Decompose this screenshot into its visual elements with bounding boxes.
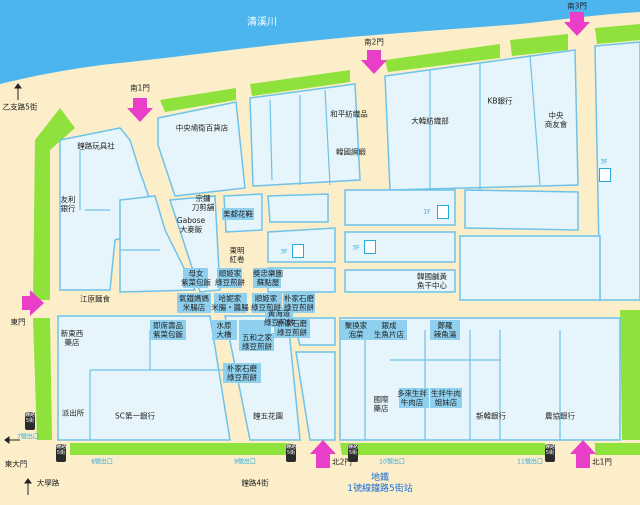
place-water-bridge: 水原 大橋 xyxy=(216,321,232,339)
river xyxy=(0,0,640,84)
gate-arrows xyxy=(22,12,596,468)
place-sc-bank: SC第一銀行 xyxy=(115,411,155,421)
place-toy-street: 鐘路玩具社 xyxy=(77,141,115,151)
place-duolai-beef: 多來生拌 牛肉店 xyxy=(397,389,427,407)
river-label: 清溪川 xyxy=(247,17,277,28)
green-border xyxy=(33,24,640,455)
place-yingbi-dumpling: 獎忠樂園 蘇點屋 xyxy=(253,269,283,287)
gate-south2: 南2門 xyxy=(364,37,384,47)
floor-label-3f-c: 3F xyxy=(600,158,608,166)
exit-7: 7號出口 xyxy=(17,433,39,441)
blocks xyxy=(57,41,640,441)
place-park-pancake: 朴家石磨 綠豆煎餅 xyxy=(284,294,314,312)
place-ji-laund: 即席壽品 紫菜包飯 xyxy=(153,321,183,339)
place-korea-fish: 韓國鹹黃 魚干中心 xyxy=(417,272,447,290)
gate-east: 東門 xyxy=(10,317,26,327)
place-hanshin-bank: 新韓銀行 xyxy=(476,411,506,421)
exit-9: 9號出口 xyxy=(234,458,256,466)
metro-station-label: 地鐵 1號線鐘路5街站 xyxy=(347,473,413,494)
gate-south1: 南1門 xyxy=(130,83,150,93)
metro-marker: 鐘路5街 xyxy=(545,444,555,462)
place-kb-bank: KB銀行 xyxy=(487,96,513,106)
street-east-gate: 東大門 xyxy=(4,459,28,469)
place-park-pancake3: 朴家石磨 綠豆煎餅 xyxy=(227,364,257,382)
metro-marker: 鐘路5街 xyxy=(286,444,296,462)
place-raw-beef: 生拌牛肉 姐妹店 xyxy=(431,389,461,407)
exit-10: 10號出口 xyxy=(379,458,405,466)
place-korea-fabric: 韓國綢緞 xyxy=(336,147,366,157)
place-huanghai: 黃海道 綠豆煎餅 xyxy=(264,309,294,327)
metro-marker: 鐘路5街 xyxy=(56,444,66,462)
restroom-icon xyxy=(292,244,304,258)
place-fire-grandma: 氣鐵媽媽 米腸店 xyxy=(179,294,209,312)
street-daehak: 大學路 xyxy=(36,478,60,488)
place-jongmin-scissors: 宗鏞 刀剪舖 xyxy=(191,194,215,212)
direction-arrows xyxy=(4,83,32,495)
floor-label-3f-b: 3F xyxy=(352,244,360,252)
place-jubao: 聚換家 泡菜 xyxy=(344,321,368,339)
place-dongming-roll: 東明 紅卷 xyxy=(229,246,245,264)
restroom-icon xyxy=(364,240,376,254)
place-jongno5-garden: 鐘五花園 xyxy=(253,411,283,421)
street-eulji5: 乙支路5街 xyxy=(2,102,38,112)
place-gabose-rice: Gabose 大麥飯 xyxy=(176,216,206,234)
shop-highlights xyxy=(150,208,462,408)
place-nonghyup: 農協銀行 xyxy=(545,411,575,421)
place-woori-bank: 友利 銀行 xyxy=(60,195,76,213)
restroom-icon xyxy=(599,168,611,182)
exit-8: 8號出口 xyxy=(91,458,113,466)
floor-label-1f: 1F xyxy=(423,208,431,216)
restroom-icon xyxy=(437,205,449,219)
place-national-bank: 國際 藥店 xyxy=(373,395,389,413)
gate-north1: 北1門 xyxy=(592,457,612,467)
gate-south3: 南3門 xyxy=(567,1,587,11)
metro-marker: 鐘路5街 xyxy=(348,444,358,462)
place-peace-market: 和平紡織品 xyxy=(330,109,368,119)
metro-marker: 鐘路5街 xyxy=(25,412,35,430)
place-sunhee-pancake: 順姬家 綠豆煎餅 xyxy=(215,269,245,287)
gate-north2: 北2門 xyxy=(332,457,352,467)
place-pueng-pancake: 哈妮家 米腸・醬腸 xyxy=(211,294,249,312)
exit-11: 11號出口 xyxy=(517,458,543,466)
place-five-pancake: 五和之家 綠豆煎餅 xyxy=(242,333,272,351)
place-park-pancake2: 朴家石磨 綠豆煎餅 xyxy=(277,319,307,337)
place-sunhee2: 順姬家 綠豆煎餅 xyxy=(251,294,281,312)
place-central-shop: 中央 商友會 xyxy=(544,111,568,129)
floor-label-3f-a: 3F xyxy=(280,248,288,256)
place-jilang: 鄭羅 辣魚湯 xyxy=(433,321,457,339)
street-jongno4: 鐘路4街 xyxy=(241,478,269,488)
place-daehan-textile: 大韓紡織部 xyxy=(411,116,449,126)
place-central-dept: 中央鳩衛百貨店 xyxy=(175,123,229,133)
place-jiangyuan: 江原麵食 xyxy=(80,294,110,304)
place-police: 派出所 xyxy=(61,408,85,418)
place-mother-roll: 母女 紫菜包飯 xyxy=(181,269,211,287)
place-xinxidong: 新東西 藥店 xyxy=(60,329,84,347)
place-meidu-flower: 美都花鞋 xyxy=(223,209,253,219)
place-yincheng: 銀成 生魚片店 xyxy=(374,321,404,339)
